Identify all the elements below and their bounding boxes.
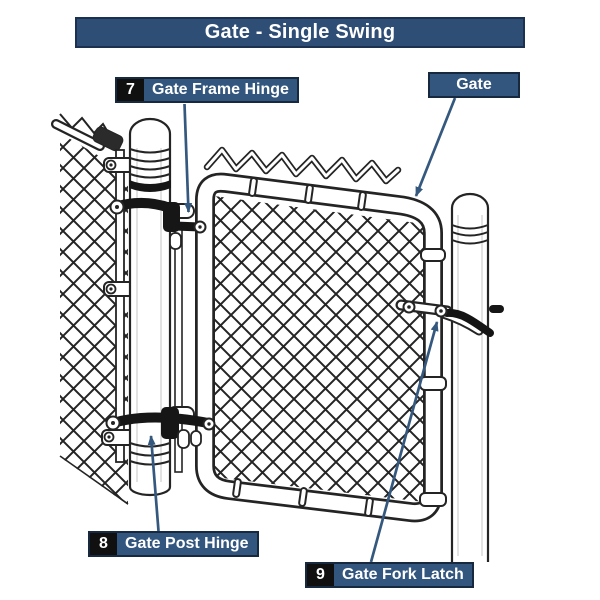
title-bar: Gate - Single Swing xyxy=(75,17,525,48)
latch-catch xyxy=(489,305,504,313)
callout-gate-frame-hinge: 7 Gate Frame Hinge xyxy=(115,77,299,103)
gate-mesh xyxy=(214,196,424,502)
callout-gate-post-hinge: 8 Gate Post Hinge xyxy=(88,531,259,557)
hinge-j-bolt xyxy=(190,430,202,447)
post-black-band xyxy=(129,180,171,192)
callout-number: 9 xyxy=(307,564,334,586)
leader-gate xyxy=(414,97,457,197)
callout-label: Gate Fork Latch xyxy=(342,566,464,583)
hinge-pin-housing xyxy=(161,407,179,439)
post-cap-collars xyxy=(129,148,171,179)
gate-post-body xyxy=(128,117,172,497)
latch-post-collars xyxy=(451,224,489,245)
leader-gate-frame-hinge xyxy=(183,103,193,213)
hinge-j-bolt xyxy=(169,232,182,250)
mesh-tie-clips xyxy=(232,177,374,517)
callout-number: 8 xyxy=(90,533,117,555)
leader-gate-post-hinge xyxy=(147,435,160,532)
latch-bolt-center xyxy=(439,309,443,313)
gate-fork-latch xyxy=(395,299,504,337)
fence-tension-bar xyxy=(115,149,125,463)
rail-end-cap xyxy=(92,126,124,152)
hinge-bolt-center xyxy=(115,205,119,209)
fence-mesh xyxy=(60,133,128,505)
gate-top-selvage xyxy=(203,146,402,185)
post-lower-collars xyxy=(129,442,171,466)
fence-bottom-wire xyxy=(59,455,129,505)
hinge-j-bolt xyxy=(177,429,190,449)
hinge-bolt-center xyxy=(198,225,202,229)
callout-gate-fork-latch: 9 Gate Fork Latch xyxy=(305,562,474,588)
latch-bolt-center xyxy=(407,305,411,309)
callout-number: 7 xyxy=(117,79,144,101)
gate-frame-fill xyxy=(197,175,441,520)
hinge-strap-upper xyxy=(113,198,175,213)
leader-lines xyxy=(147,97,457,563)
leader-gate-fork-latch xyxy=(369,321,439,563)
gate-post-hinge xyxy=(105,406,216,449)
frame-sleeve-couplings xyxy=(419,248,447,507)
callout-label: Gate xyxy=(456,76,492,93)
latch-post-body xyxy=(450,192,490,562)
gate-frame xyxy=(195,172,447,523)
gate-post xyxy=(128,117,172,497)
callout-gate: Gate xyxy=(428,72,520,98)
tension-band-top xyxy=(103,157,137,173)
hinge-bolt-center xyxy=(111,421,115,425)
callout-label: Gate Frame Hinge xyxy=(152,81,289,98)
latch-post xyxy=(450,192,490,562)
fence-top-rail-highlight xyxy=(53,121,103,149)
callout-label: Gate Post Hinge xyxy=(125,535,249,552)
hinge-bolt-center xyxy=(207,422,211,426)
latch-handle xyxy=(443,308,494,337)
fence-section xyxy=(51,113,137,505)
hinge-strap xyxy=(108,412,213,428)
